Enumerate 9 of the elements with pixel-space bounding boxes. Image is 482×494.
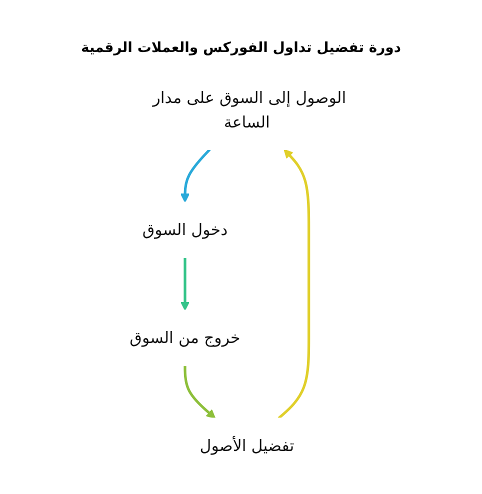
arrow bbox=[180, 148, 211, 203]
arrow bbox=[180, 258, 190, 311]
node-text: خروج من السوق bbox=[130, 328, 240, 348]
diagram-title: دورة تفضيل تداول الفوركس والعملات الرقمية bbox=[80, 40, 402, 56]
arrow bbox=[184, 366, 216, 419]
node-text: الوصول إلى السوق على مدار الساعة bbox=[152, 88, 346, 132]
node-text: تفضيل الأصول bbox=[200, 436, 294, 456]
arrow bbox=[278, 149, 310, 420]
node-text: دخول السوق bbox=[142, 220, 228, 240]
